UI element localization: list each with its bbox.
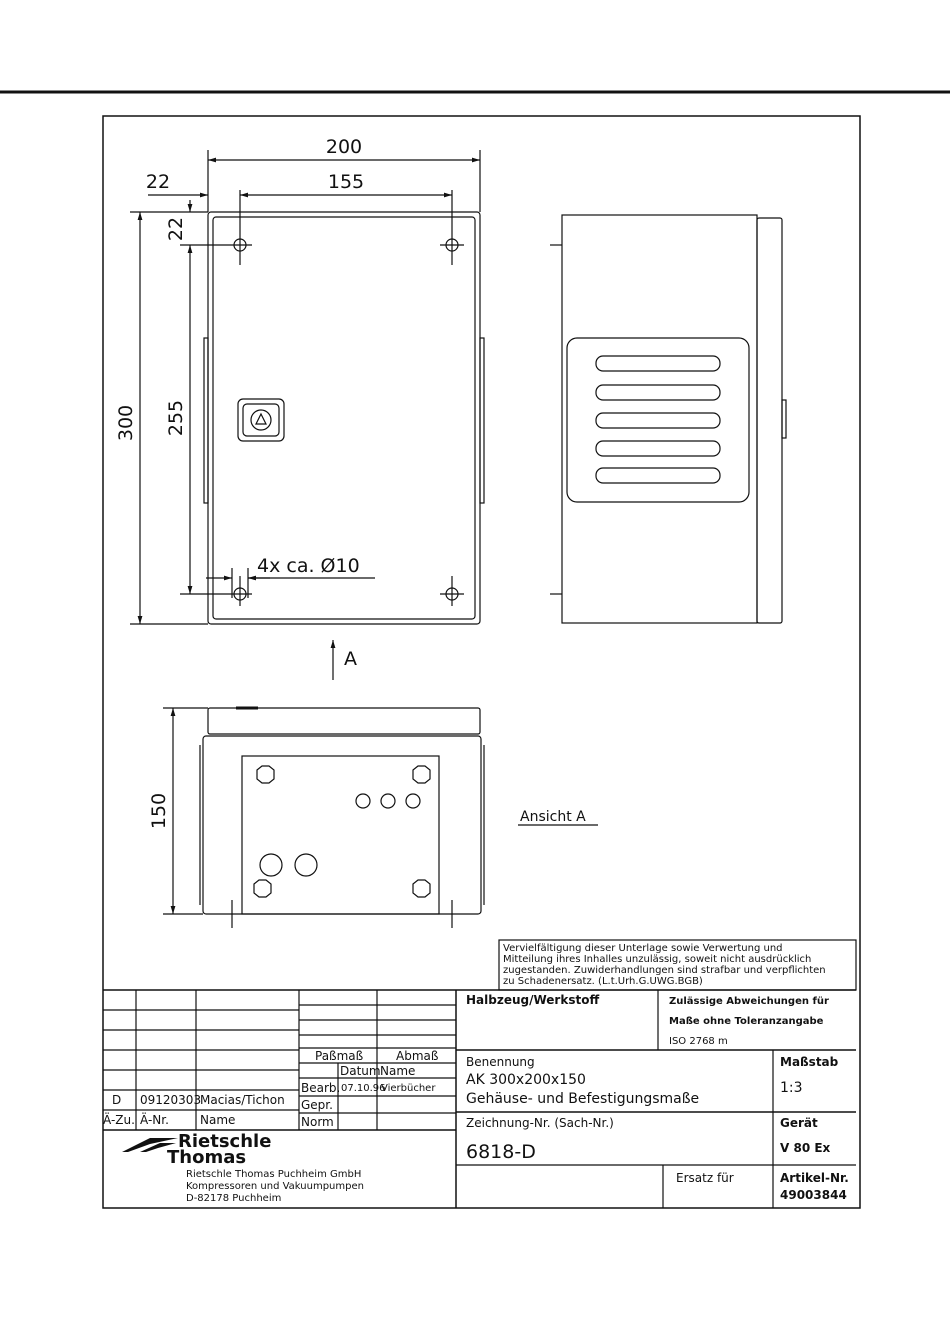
scale-label: Maßstab (780, 1055, 839, 1069)
notice-line: Vervielfältigung dieser Unterlage sowie … (503, 943, 783, 954)
material-label: Halbzeug/Werkstoff (466, 993, 599, 1007)
tolerance-line: Maße ohne Toleranzangabe (669, 1016, 824, 1027)
warning-label-icon (237, 398, 285, 442)
bearb-label: Bearb. (301, 1081, 340, 1095)
vent-slot (595, 467, 721, 484)
hex-plug (412, 765, 431, 784)
cable-gland-small (380, 793, 396, 809)
side-housing-outline (561, 214, 758, 624)
fit-abmass-label: Abmaß (396, 1049, 439, 1063)
device-label: Gerät (780, 1116, 818, 1130)
notice-line: zu Schadenersatz. (L.t.Urh.G.UWG.BGB) (503, 976, 703, 987)
mounting-hole (228, 233, 252, 265)
company-address-line: D-82178 Puchheim (186, 1193, 281, 1204)
cable-gland-large (294, 853, 318, 877)
dim-hole-spacing-width: 155 (328, 171, 364, 193)
vent-panel (566, 337, 750, 503)
bearb-name: Vierbücher (381, 1083, 436, 1094)
drawing-no-value: 6818-D (466, 1141, 536, 1163)
notice-line: Mitteilung ihres Inhalles unzulässig, so… (503, 954, 811, 965)
tolerance-line: Zulässige Abweichungen für (669, 996, 829, 1007)
mounting-hole (440, 576, 464, 606)
logo-line1: Rietschle (178, 1131, 271, 1152)
norm-label: Norm (301, 1115, 334, 1129)
view-label: Ansicht A (520, 809, 586, 825)
scale-value: 1:3 (780, 1080, 803, 1096)
front-side-hinge-left (203, 337, 209, 504)
side-view (550, 214, 787, 624)
replaces-label: Ersatz für (676, 1171, 734, 1185)
cable-gland-small (355, 793, 371, 809)
cable-entry-plate (241, 755, 440, 915)
front-lid-inner-outline (212, 216, 476, 620)
vent-slot (595, 440, 721, 457)
dim-overall-width: 200 (326, 136, 362, 158)
designation-label: Benennung (466, 1055, 535, 1069)
hex-plug (253, 879, 272, 898)
fit-name-label: Name (380, 1064, 415, 1078)
cable-gland-small (405, 793, 421, 809)
tolerance-line: ISO 2768 m (669, 1036, 728, 1047)
device-value: V 80 Ex (780, 1141, 831, 1155)
hex-plug (412, 879, 431, 898)
fit-passmass-label: Paßmaß (315, 1049, 364, 1063)
front-side-hinge-right (479, 337, 485, 504)
company-address-line: Rietschle Thomas Puchheim GmbH (186, 1169, 361, 1180)
logo-line2: Thomas (167, 1147, 246, 1168)
rev-header-name: Name (200, 1113, 235, 1127)
view-arrow-label: A (344, 648, 357, 670)
rev-header-number: Ä-Nr. (140, 1112, 169, 1127)
rev-header-index: Ä-Zu. (103, 1112, 135, 1127)
dim-hole-spacing-height: 255 (165, 400, 187, 436)
bottom-lid-outline (207, 707, 481, 735)
gepr-label: Gepr. (301, 1098, 333, 1112)
dim-hole-note: 4x ca. Ø10 (257, 555, 360, 577)
vent-slot (595, 384, 721, 401)
drawing-frame (102, 115, 861, 1209)
hex-plug (256, 765, 275, 784)
cable-gland-large (259, 853, 283, 877)
dim-overall-height: 300 (115, 405, 137, 441)
dim-edge-offset-x: 22 (146, 171, 170, 193)
side-lid-outline (756, 217, 783, 624)
rev-number: 09120303 (140, 1093, 201, 1107)
article-label: Artikel-Nr. (780, 1171, 849, 1185)
drawing-no-label: Zeichnung-Nr. (Sach-Nr.) (466, 1116, 614, 1130)
designation-line2: Gehäuse- und Befestigungsmaße (466, 1091, 699, 1107)
side-latch (781, 399, 787, 439)
fit-datum-label: Datum (340, 1064, 381, 1078)
mounting-hole (440, 233, 464, 265)
bearb-date: 07.10.96 (341, 1083, 386, 1094)
bottom-view (163, 706, 598, 928)
title-block-grid (103, 939, 857, 1208)
rev-name: Macias/Tichon (200, 1093, 285, 1107)
notice-line: zugestanden. Zuwiderhandlungen sind stra… (503, 965, 826, 976)
company-logo-icon (122, 1138, 178, 1152)
designation-line1: AK 300x200x150 (466, 1072, 586, 1088)
front-view (203, 211, 485, 625)
vent-slot (595, 355, 721, 372)
dim-depth: 150 (148, 793, 170, 829)
vent-slot (595, 412, 721, 429)
rev-index: D (112, 1093, 121, 1107)
dim-edge-offset-y: 22 (165, 217, 187, 241)
front-dimensions (130, 150, 481, 680)
company-address-line: Kompressoren und Vakuumpumpen (186, 1181, 364, 1192)
article-value: 49003844 (780, 1188, 847, 1202)
